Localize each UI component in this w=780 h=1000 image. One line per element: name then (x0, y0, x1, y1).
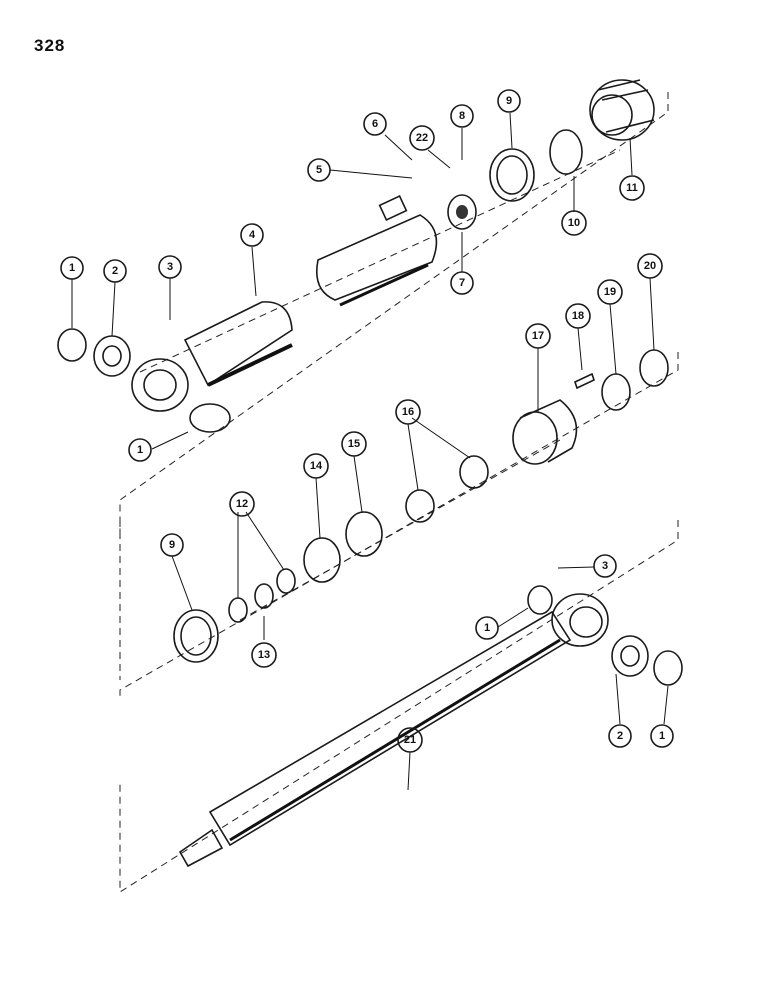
callout-3-rod: 3 (593, 554, 617, 578)
bolt-part-18 (574, 372, 595, 390)
wiper-ring-part-20 (639, 349, 669, 387)
wear-ring-part-9 (489, 148, 535, 202)
svg-text:22: 22 (416, 132, 428, 144)
svg-text:2: 2 (112, 265, 118, 277)
svg-text:1: 1 (484, 622, 490, 634)
svg-text:16: 16 (402, 406, 414, 418)
callout-20: 20 (637, 253, 663, 279)
retaining-ring-part-1-rod-end (653, 650, 683, 686)
callout-2-rod: 2 (608, 724, 632, 748)
svg-text:4: 4 (249, 229, 256, 241)
svg-text:13: 13 (258, 649, 270, 661)
svg-text:3: 3 (167, 261, 173, 273)
assembly-dashed-lines (119, 92, 679, 893)
callout-15: 15 (341, 431, 367, 457)
gland-nut-part-11 (589, 79, 655, 141)
retaining-ring-part-1 (57, 328, 87, 362)
bearing-part-16-right (459, 455, 489, 489)
svg-text:15: 15 (348, 438, 360, 450)
callout-7: 7 (450, 271, 474, 295)
backup-ring-part-12-left (228, 597, 248, 623)
piston-rod-part-21 (178, 593, 609, 868)
svg-text:12: 12 (236, 498, 248, 510)
callout-16: 16 (395, 399, 421, 425)
svg-text:11: 11 (626, 182, 638, 194)
o-ring-part-13 (254, 583, 274, 609)
callout-14: 14 (303, 453, 329, 479)
callout-8: 8 (450, 104, 474, 128)
callout-1-lower: 1 (128, 438, 152, 462)
svg-text:2: 2 (617, 730, 623, 742)
wear-ring-part-9-lower (173, 609, 219, 663)
svg-text:20: 20 (644, 260, 656, 272)
callout-4: 4 (240, 223, 264, 247)
svg-text:9: 9 (506, 95, 512, 107)
callout-19: 19 (597, 279, 623, 305)
cylinder-tube-section (316, 195, 438, 307)
leader-lines (71, 112, 669, 791)
callout-5: 5 (307, 158, 331, 182)
retaining-ring-part-1-lower (189, 403, 231, 433)
cylinder-head-part-17 (512, 399, 578, 465)
callout-9-lower: 9 (160, 533, 184, 557)
callout-11: 11 (619, 175, 645, 201)
page-number: 328 (34, 36, 66, 55)
bushing-part-2 (93, 335, 131, 377)
svg-text:14: 14 (310, 460, 323, 472)
svg-text:21: 21 (404, 734, 416, 746)
callout-17: 17 (525, 323, 551, 349)
callout-10: 10 (561, 210, 587, 236)
seal-ring-part-19 (601, 373, 631, 411)
bushing-part-2-rod (611, 635, 649, 677)
svg-text:9: 9 (169, 539, 175, 551)
callout-1: 1 (60, 256, 84, 280)
svg-text:10: 10 (568, 217, 580, 229)
o-ring-part-14 (303, 537, 341, 583)
callout-13: 13 (251, 642, 277, 668)
svg-text:7: 7 (459, 277, 465, 289)
retaining-ring-part-1-rod (527, 585, 553, 615)
callout-2: 2 (103, 259, 127, 283)
svg-text:3: 3 (602, 560, 608, 572)
callout-6: 6 (363, 112, 387, 136)
svg-text:1: 1 (69, 262, 75, 274)
callout-21: 21 (397, 727, 423, 753)
piston-part-7 (447, 194, 477, 230)
callout-1-rod: 1 (475, 616, 499, 640)
callouts: 1 2 3 4 5 6 22 8 9 10 11 7 1 17 18 19 20… (60, 89, 674, 753)
callout-3: 3 (158, 255, 182, 279)
callout-1-rod-end: 1 (650, 724, 674, 748)
backup-ring-part-12-right (276, 568, 296, 594)
callout-22: 22 (409, 125, 435, 151)
svg-text:6: 6 (372, 118, 378, 130)
svg-text:17: 17 (532, 330, 544, 342)
bearing-part-16-left (405, 489, 435, 523)
callout-12: 12 (229, 491, 255, 517)
svg-text:19: 19 (604, 286, 616, 298)
svg-text:1: 1 (659, 730, 665, 742)
seal-ring-part-10 (549, 129, 583, 175)
svg-text:1: 1 (137, 444, 143, 456)
svg-text:5: 5 (316, 164, 322, 176)
svg-text:18: 18 (572, 310, 584, 322)
ring-part-15 (345, 511, 383, 557)
cylinder-barrel-part-4 (131, 301, 293, 412)
svg-text:8: 8 (459, 110, 465, 122)
callout-18: 18 (565, 303, 591, 329)
callout-9-top: 9 (497, 89, 521, 113)
